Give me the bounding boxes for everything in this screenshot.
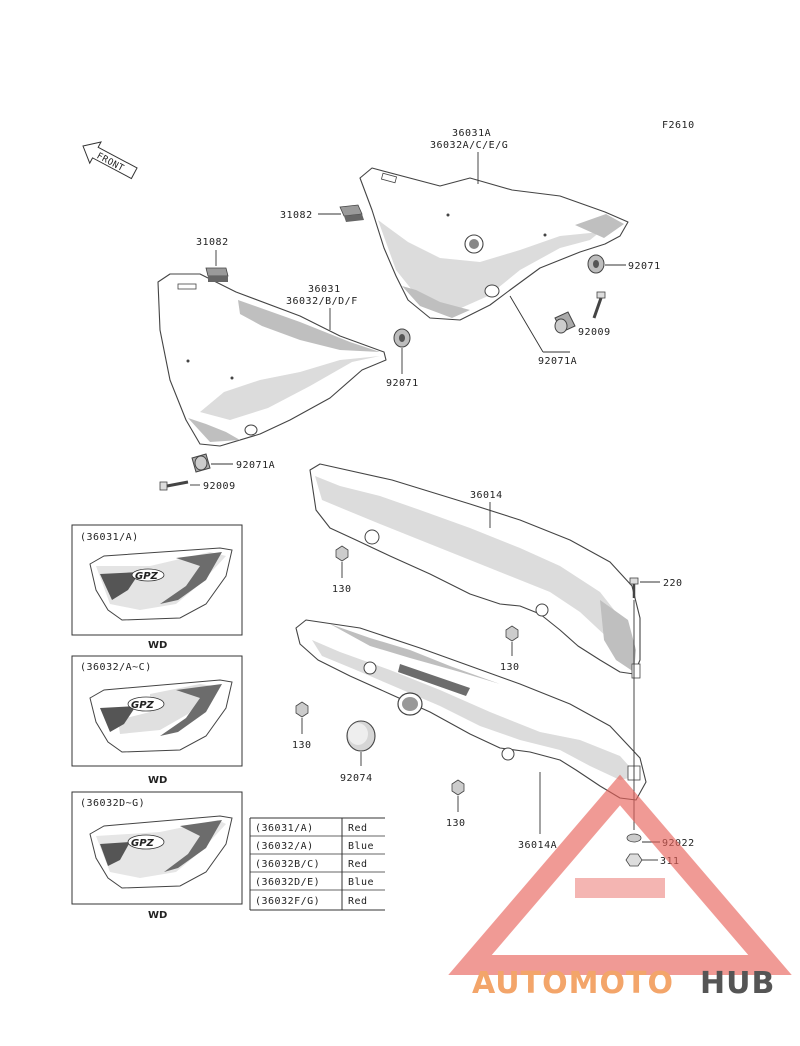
label-92071A-right: 92071A	[538, 356, 577, 367]
grommet-92071-right	[587, 254, 605, 274]
table-color-4: Blue	[348, 877, 374, 888]
inset-1-badge: GPZ	[135, 571, 159, 582]
inset-3-badge: GPZ	[131, 838, 155, 849]
collar-92071A-right	[554, 311, 576, 334]
washer-92022	[626, 833, 642, 843]
label-36032BDF: 36032/B/D/F	[286, 296, 358, 307]
label-36014: 36014	[470, 490, 503, 501]
bolt-130-c	[295, 701, 309, 718]
side-cover-left	[157, 273, 387, 447]
inset-2-title: (36032/A~C)	[80, 662, 152, 673]
label-36014A: 36014A	[518, 840, 557, 851]
front-arrow-icon: FRONT	[82, 141, 138, 180]
table-code-3: (36032B/C)	[255, 859, 320, 870]
table-code-2: (36032/A)	[255, 841, 314, 852]
label-130-b: 130	[500, 662, 520, 673]
inset-3-caption: WD	[148, 910, 167, 921]
label-36031A: 36031A	[452, 128, 491, 139]
chain-cover-upper	[309, 463, 641, 679]
label-130-c: 130	[292, 740, 312, 751]
nut-311	[625, 853, 643, 867]
side-cover-right	[359, 167, 629, 321]
chain-cover-lower	[295, 619, 647, 801]
inset-3-title: (36032D~G)	[80, 798, 145, 809]
inset-2-badge: GPZ	[131, 700, 155, 711]
table-color-5: Red	[348, 896, 368, 907]
table-code-4: (36032D/E)	[255, 877, 320, 888]
figure-code: F2610	[662, 120, 695, 131]
label-92074: 92074	[340, 773, 373, 784]
inset-1-caption: WD	[148, 640, 167, 651]
collar-92071A-left	[191, 453, 211, 473]
color-table: (36031/A) Red (36032/A) Blue (36032B/C) …	[249, 817, 385, 911]
bolt-130-b	[505, 625, 519, 642]
label-92071-middle: 92071	[386, 378, 419, 389]
label-36031: 36031	[308, 284, 341, 295]
table-color-2: Blue	[348, 841, 374, 852]
label-130-a: 130	[332, 584, 352, 595]
table-code-1: (36031/A)	[255, 823, 314, 834]
inset-2-caption: WD	[148, 775, 167, 786]
watermark-text-part1: AUTOMOTO	[472, 966, 674, 1001]
inset-1-title: (36031/A)	[80, 532, 139, 543]
label-36032ACEG: 36032A/C/E/G	[430, 140, 508, 151]
bolt-92009-left	[159, 480, 189, 491]
bolt-92009-right	[592, 291, 606, 319]
watermark-text-part2: HUB	[700, 966, 775, 1001]
inset-1: (36031/A) GPZ	[71, 524, 243, 636]
cap-92074	[346, 720, 376, 752]
inset-2: (36032/A~C) GPZ	[71, 655, 243, 767]
label-92009-left: 92009	[203, 481, 236, 492]
label-31082-left: 31082	[196, 237, 229, 248]
grommet-31082-left	[205, 267, 229, 282]
label-130-d: 130	[446, 818, 466, 829]
table-code-5: (36032F/G)	[255, 896, 320, 907]
bolt-130-a	[335, 545, 349, 562]
label-31082-upper: 31082	[280, 210, 313, 221]
label-92009-right: 92009	[578, 327, 611, 338]
inset-3: (36032D~G) GPZ	[71, 791, 243, 905]
bolt-130-d	[451, 779, 465, 796]
label-92071-right: 92071	[628, 261, 661, 272]
label-92071A-left: 92071A	[236, 460, 275, 471]
table-color-1: Red	[348, 823, 368, 834]
watermark-logo	[448, 774, 792, 975]
label-220: 220	[663, 578, 683, 589]
grommet-31082-upper	[339, 204, 364, 222]
screw-220	[629, 577, 639, 598]
grommet-92071-middle	[393, 328, 411, 348]
table-color-3: Red	[348, 859, 368, 870]
